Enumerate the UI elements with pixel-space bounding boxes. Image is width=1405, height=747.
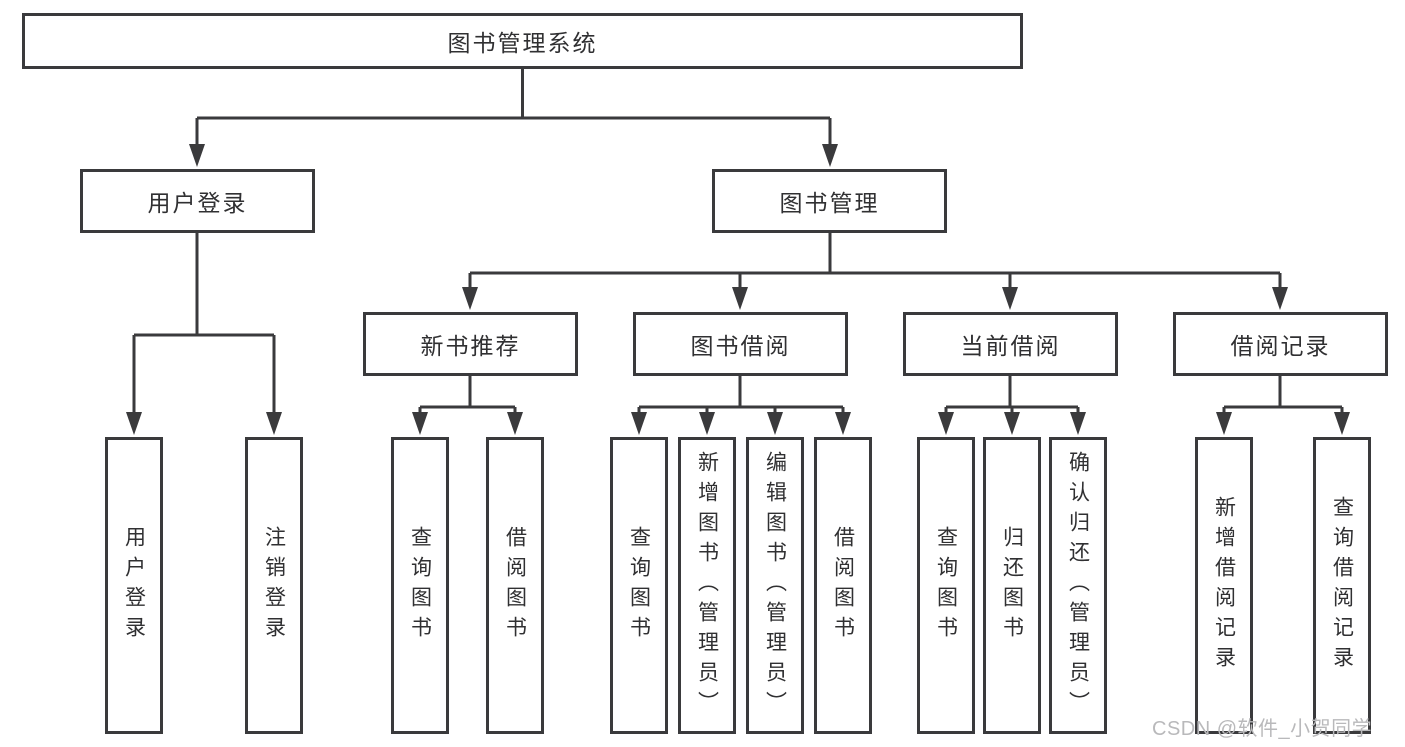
csdn-watermark: CSDN @软件_小贺同学 — [1152, 718, 1373, 740]
leaf-user-login: 用户登录 — [105, 437, 163, 734]
node-borrowing-records: 借阅记录 — [1173, 312, 1388, 376]
node-user-login: 用户登录 — [80, 169, 315, 233]
leaf-recommend-query-books: 查询图书 — [391, 437, 449, 734]
leaf-recommend-borrow-books: 借阅图书 — [486, 437, 544, 734]
node-new-book-recommendation: 新书推荐 — [363, 312, 578, 376]
node-library-management-system: 图书管理系统 — [22, 13, 1023, 69]
node-book-borrowing: 图书借阅 — [633, 312, 848, 376]
leaf-borrowing-edit-books-admin: 编辑图书（管理员） — [746, 437, 804, 734]
leaf-borrowing-query-books: 查询图书 — [610, 437, 668, 734]
leaf-current-confirm-return-admin: 确认归还（管理员） — [1049, 437, 1107, 734]
leaf-logout: 注销登录 — [245, 437, 303, 734]
leaf-current-return-books: 归还图书 — [983, 437, 1041, 734]
node-book-management: 图书管理 — [712, 169, 947, 233]
leaf-borrowing-add-books-admin: 新增图书（管理员） — [678, 437, 736, 734]
leaf-records-query-borrow-record: 查询借阅记录 — [1313, 437, 1371, 734]
leaf-borrowing-borrow-books: 借阅图书 — [814, 437, 872, 734]
leaf-records-add-borrow-record: 新增借阅记录 — [1195, 437, 1253, 734]
leaf-current-query-books: 查询图书 — [917, 437, 975, 734]
node-current-borrowing: 当前借阅 — [903, 312, 1118, 376]
